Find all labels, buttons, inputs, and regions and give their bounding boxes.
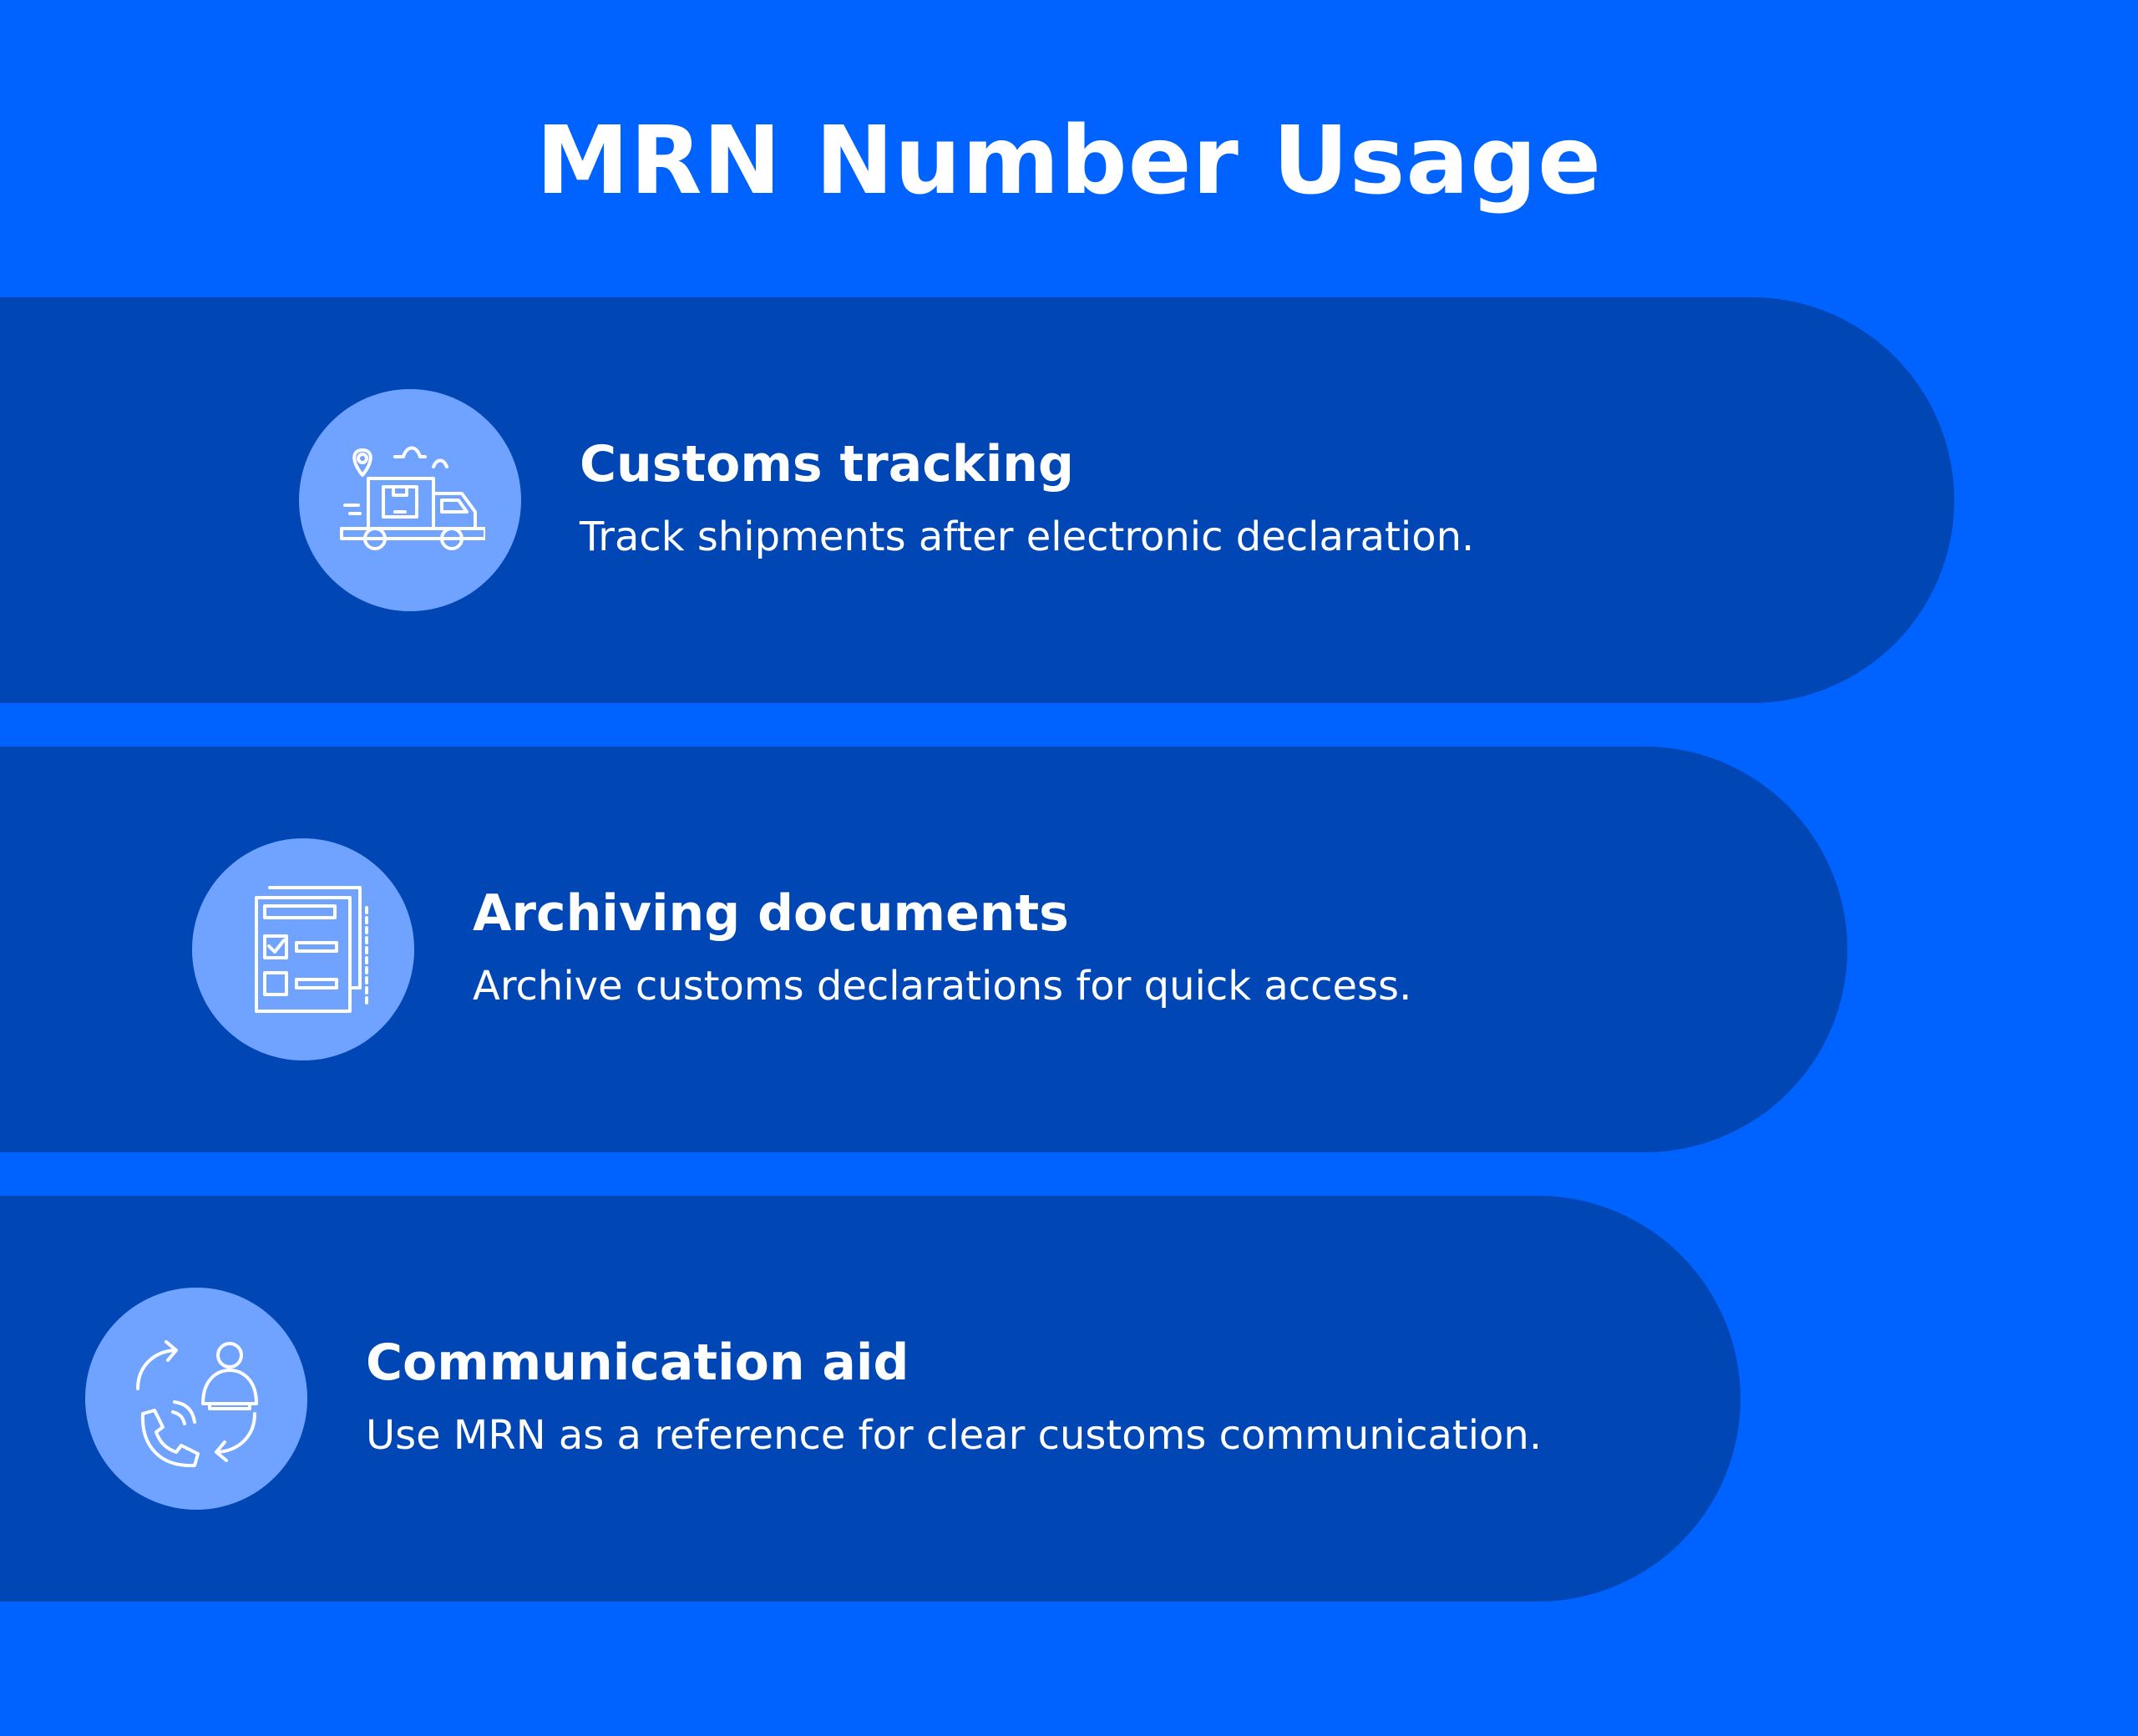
phone-contact-exchange-icon (136, 1340, 258, 1468)
item-title: Archiving documents (473, 884, 1069, 943)
page-title: MRN Number Usage (535, 107, 1603, 215)
usage-item-archiving-documents: Archiving documents Archive customs decl… (0, 747, 1847, 1152)
item-text: Archiving documents Archive customs decl… (473, 880, 1411, 1015)
delivery-truck-icon (340, 446, 485, 550)
icon-badge (299, 389, 521, 611)
item-text: Customs tracking Track shipments after e… (580, 431, 1474, 566)
item-description: Use MRN as a reference for clear customs… (366, 1412, 1543, 1459)
usage-item-communication-aid: Communication aid Use MRN as a reference… (0, 1196, 1740, 1602)
icon-badge (192, 838, 414, 1060)
usage-item-customs-tracking: Customs tracking Track shipments after e… (0, 297, 1954, 703)
item-title: Customs tracking (580, 435, 1074, 493)
item-text: Communication aid Use MRN as a reference… (366, 1329, 1542, 1465)
documents-checklist-icon (255, 886, 368, 1013)
icon-badge (85, 1288, 307, 1510)
item-description: Archive customs declarations for quick a… (473, 963, 1412, 1010)
item-title: Communication aid (366, 1334, 909, 1392)
item-description: Track shipments after electronic declara… (580, 514, 1475, 560)
